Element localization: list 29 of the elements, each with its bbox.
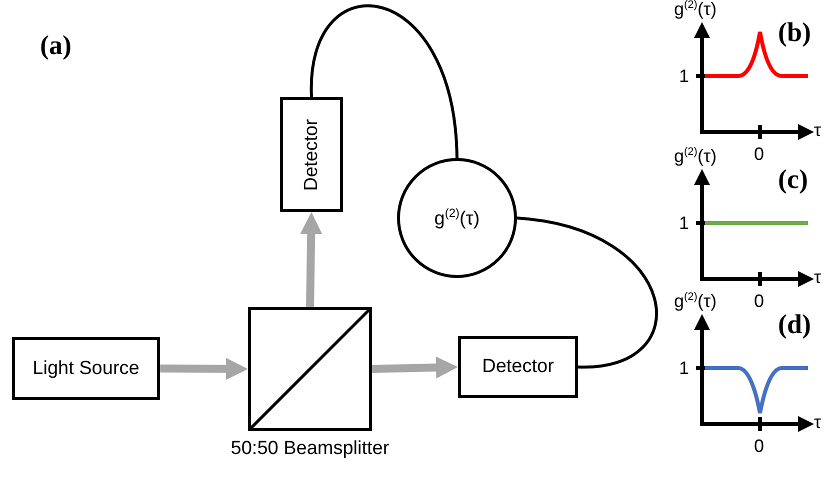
tick-label: 0 xyxy=(754,145,764,163)
process-box xyxy=(12,337,160,400)
panel-label: (c) xyxy=(778,164,808,195)
node-label: Detector xyxy=(482,356,554,378)
node-label: Light Source xyxy=(32,358,140,380)
light-beam-arrow xyxy=(300,212,322,308)
panel-label: (d) xyxy=(778,309,811,340)
tick-label: 0 xyxy=(754,292,764,310)
node-label: Detector xyxy=(300,118,322,190)
axis-label: τ xyxy=(814,268,822,286)
component-caption: 50:50 Beamsplitter xyxy=(230,437,390,461)
axis-label: g$^{(2)}$(τ) xyxy=(674,147,717,165)
tick-label: 1 xyxy=(679,359,690,377)
panel-label: (a) xyxy=(40,30,72,61)
panel-label: (b) xyxy=(778,17,811,48)
light-beam-arrow xyxy=(160,358,248,380)
axis-label: g$^{(2)}$(τ) xyxy=(674,292,717,310)
process-box xyxy=(458,336,578,398)
tick-label: 0 xyxy=(754,437,764,455)
tick-label: 1 xyxy=(679,67,690,85)
tick-label: 1 xyxy=(679,214,690,232)
axis-label: τ xyxy=(814,121,822,139)
process-box xyxy=(280,97,343,212)
axis-label: g$^{(2)}$(τ) xyxy=(674,0,717,18)
cable-line xyxy=(516,216,658,368)
node-label: g$^{(2)}$(τ) xyxy=(434,206,480,230)
cable-line xyxy=(310,4,458,158)
light-beam-arrow xyxy=(372,356,458,378)
axis-label: τ xyxy=(814,413,822,431)
